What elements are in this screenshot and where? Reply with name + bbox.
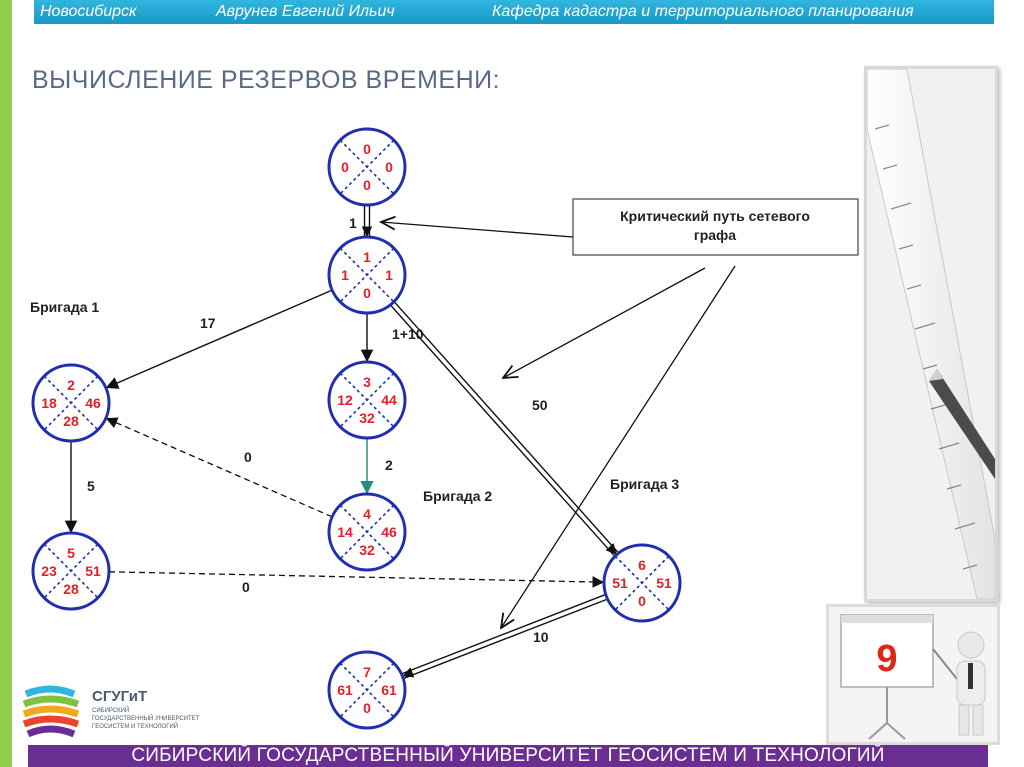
node-2-top-value: 2 — [67, 377, 75, 393]
node-0-left-value: 0 — [341, 159, 349, 175]
callout-pointer-3 — [501, 265, 736, 628]
node-6-bottom-value: 0 — [638, 593, 646, 609]
callout-text-line2: графа — [694, 227, 736, 243]
node-0-bottom-value: 0 — [363, 177, 371, 193]
edge-6-7: 10 — [402, 593, 608, 679]
edge-1-2: 17 — [105, 289, 333, 389]
event-node-4: 4 14 46 32 — [327, 492, 407, 572]
event-node-7: 7 61 61 0 — [327, 650, 407, 730]
node-1-left-value: 1 — [341, 267, 349, 283]
node-0-top-value: 0 — [363, 141, 371, 157]
label-brigade-2: Бригада 2 — [423, 488, 492, 504]
node-3-bottom-value: 32 — [359, 410, 375, 426]
edge-label-6-7: 10 — [533, 629, 549, 645]
logo-name: СГУГиТ — [92, 688, 148, 705]
edge-label-3-4: 2 — [385, 457, 393, 473]
node-2-bottom-value: 28 — [63, 413, 79, 429]
edge-4-2: 0 — [105, 417, 333, 518]
node-1-bottom-value: 0 — [363, 285, 371, 301]
edge-5-6: 0 — [108, 571, 605, 595]
edge-label-1-2: 17 — [200, 315, 216, 331]
node-5-left-value: 23 — [41, 563, 57, 579]
edge-1-3: 1+10 — [360, 313, 424, 363]
teacher-illustration: 9 — [826, 604, 1000, 745]
event-node-5: 5 23 51 28 — [31, 531, 111, 611]
left-accent-stripe — [0, 0, 12, 767]
node-1-right-value: 1 — [385, 267, 393, 283]
event-node-3: 3 12 44 32 — [327, 360, 407, 440]
node-3-top-value: 3 — [363, 374, 371, 390]
ruler-illustration — [864, 66, 998, 602]
node-6-top-value: 6 — [638, 557, 646, 573]
edge-2-5: 5 — [64, 441, 95, 534]
edge-1-6: 50 — [389, 301, 619, 557]
node-1-top-value: 1 — [363, 249, 371, 265]
node-6-left-value: 51 — [612, 575, 628, 591]
event-node-2: 2 18 46 28 — [31, 363, 111, 443]
event-node-6: 6 51 51 0 — [602, 543, 682, 623]
node-7-left-value: 61 — [337, 682, 353, 698]
edge-label-5-6: 0 — [242, 579, 250, 595]
node-4-right-value: 46 — [381, 524, 397, 540]
logo-sub-line1: СИБИРСКИЙ — [92, 708, 130, 714]
logo-sub-line3: ГЕОСИСТЕМ И ТЕХНОЛОГИЙ — [92, 724, 179, 730]
callout-pointer-1 — [381, 222, 574, 238]
node-3-left-value: 12 — [337, 392, 353, 408]
callout-text-line1: Критический путь сетевого — [620, 208, 810, 224]
node-3-right-value: 44 — [381, 392, 397, 408]
header-bar: Новосибирск Аврунев Евгений Ильич Кафедр… — [34, 0, 994, 24]
logo-sub-line2: ГОСУДАРСТВЕННЫЙ УНИВЕРСИТЕТ — [92, 716, 200, 722]
edge-label-1-3: 1+10 — [392, 326, 424, 342]
edge-label-2-5: 5 — [87, 478, 95, 494]
logo-mark-icon — [22, 685, 80, 738]
header-department: Кафедра кадастра и территориального план… — [492, 3, 914, 20]
edge-3-4: 2 — [360, 438, 393, 495]
edge-label-0-1: 1 — [349, 215, 357, 231]
node-2-right-value: 46 — [85, 395, 101, 411]
critical-path-callout — [572, 198, 859, 256]
edge-label-4-2: 0 — [244, 449, 252, 465]
node-5-right-value: 51 — [85, 563, 101, 579]
footer-bar: СИБИРСКИЙ ГОСУДАРСТВЕННЫЙ УНИВЕРСИТЕТ ГЕ… — [28, 745, 988, 767]
header-author: Аврунев Евгений Ильич — [216, 3, 395, 20]
callout-pointer-2 — [503, 267, 706, 378]
node-7-right-value: 61 — [381, 682, 397, 698]
slide-title: ВЫЧИСЛЕНИЕ РЕЗЕРВОВ ВРЕМЕНИ: — [32, 66, 501, 94]
node-4-top-value: 4 — [363, 506, 371, 522]
node-5-top-value: 5 — [67, 545, 75, 561]
node-4-bottom-value: 32 — [359, 542, 375, 558]
label-brigade-1: Бригада 1 — [30, 299, 99, 315]
node-7-bottom-value: 0 — [363, 700, 371, 716]
node-4-left-value: 14 — [337, 524, 353, 540]
node-2-left-value: 18 — [41, 395, 57, 411]
university-logo: СГУГиТ СИБИРСКИЙ ГОСУДАРСТВЕННЫЙ УНИВЕРС… — [22, 684, 222, 742]
label-brigade-3: Бригада 3 — [610, 476, 679, 492]
node-6-right-value: 51 — [656, 575, 672, 591]
node-7-top-value: 7 — [363, 664, 371, 680]
edge-label-1-6: 50 — [532, 397, 548, 413]
header-city: Новосибирск — [40, 3, 137, 20]
node-5-bottom-value: 28 — [63, 581, 79, 597]
node-0-right-value: 0 — [385, 159, 393, 175]
edge-0-1: 1 — [349, 205, 373, 238]
board-number: 9 — [876, 638, 897, 680]
